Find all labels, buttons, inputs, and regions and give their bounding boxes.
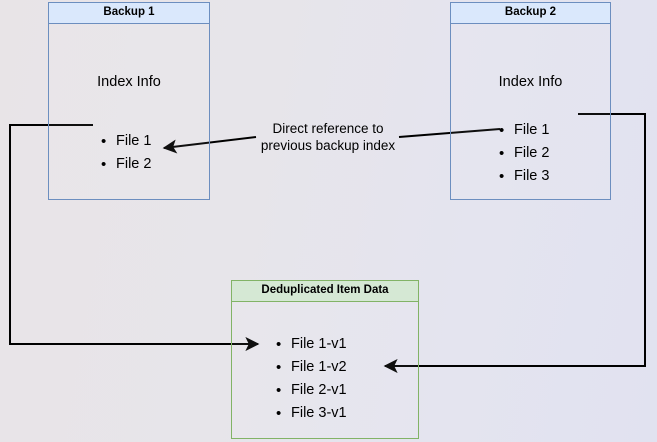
list-item: File 3-v1 — [276, 402, 347, 425]
list-item: File 1-v2 — [276, 356, 347, 379]
list-item: File 1-v1 — [276, 333, 347, 356]
backup2-file-list: File 1 File 2 File 3 — [499, 119, 549, 188]
list-item: File 1 — [499, 119, 549, 142]
backup1-header: Backup 1 — [49, 3, 209, 24]
deduplicated-item-data-header: Deduplicated Item Data — [232, 281, 418, 302]
connector-caption: Direct reference to previous backup inde… — [256, 120, 400, 154]
caption-line-2: previous backup index — [260, 138, 396, 153]
list-item: File 2 — [499, 142, 549, 165]
backup1-index-label: Index Info — [97, 74, 161, 90]
backup1-box: Backup 1 Index Info File 1 File 2 — [48, 2, 210, 200]
backup2-index-label: Index Info — [498, 74, 563, 90]
backup2-header: Backup 2 — [451, 3, 610, 24]
list-item: File 3 — [499, 165, 549, 188]
list-item: File 2 — [101, 153, 151, 176]
list-item: File 2-v1 — [276, 379, 347, 402]
deduplicated-item-data-box: Deduplicated Item Data File 1-v1 File 1-… — [231, 280, 419, 439]
caption-line-1: Direct reference to — [272, 121, 384, 136]
backup1-body: Index Info File 1 File 2 — [49, 24, 209, 199]
deduplicated-item-data-body: File 1-v1 File 1-v2 File 2-v1 File 3-v1 — [232, 302, 418, 438]
backup2-box: Backup 2 Index Info File 1 File 2 File 3 — [450, 2, 611, 200]
backup2-body: Index Info File 1 File 2 File 3 — [451, 24, 610, 199]
dedup-item-list: File 1-v1 File 1-v2 File 2-v1 File 3-v1 — [276, 333, 347, 425]
backup1-file-list: File 1 File 2 — [101, 130, 151, 176]
list-item: File 1 — [101, 130, 151, 153]
